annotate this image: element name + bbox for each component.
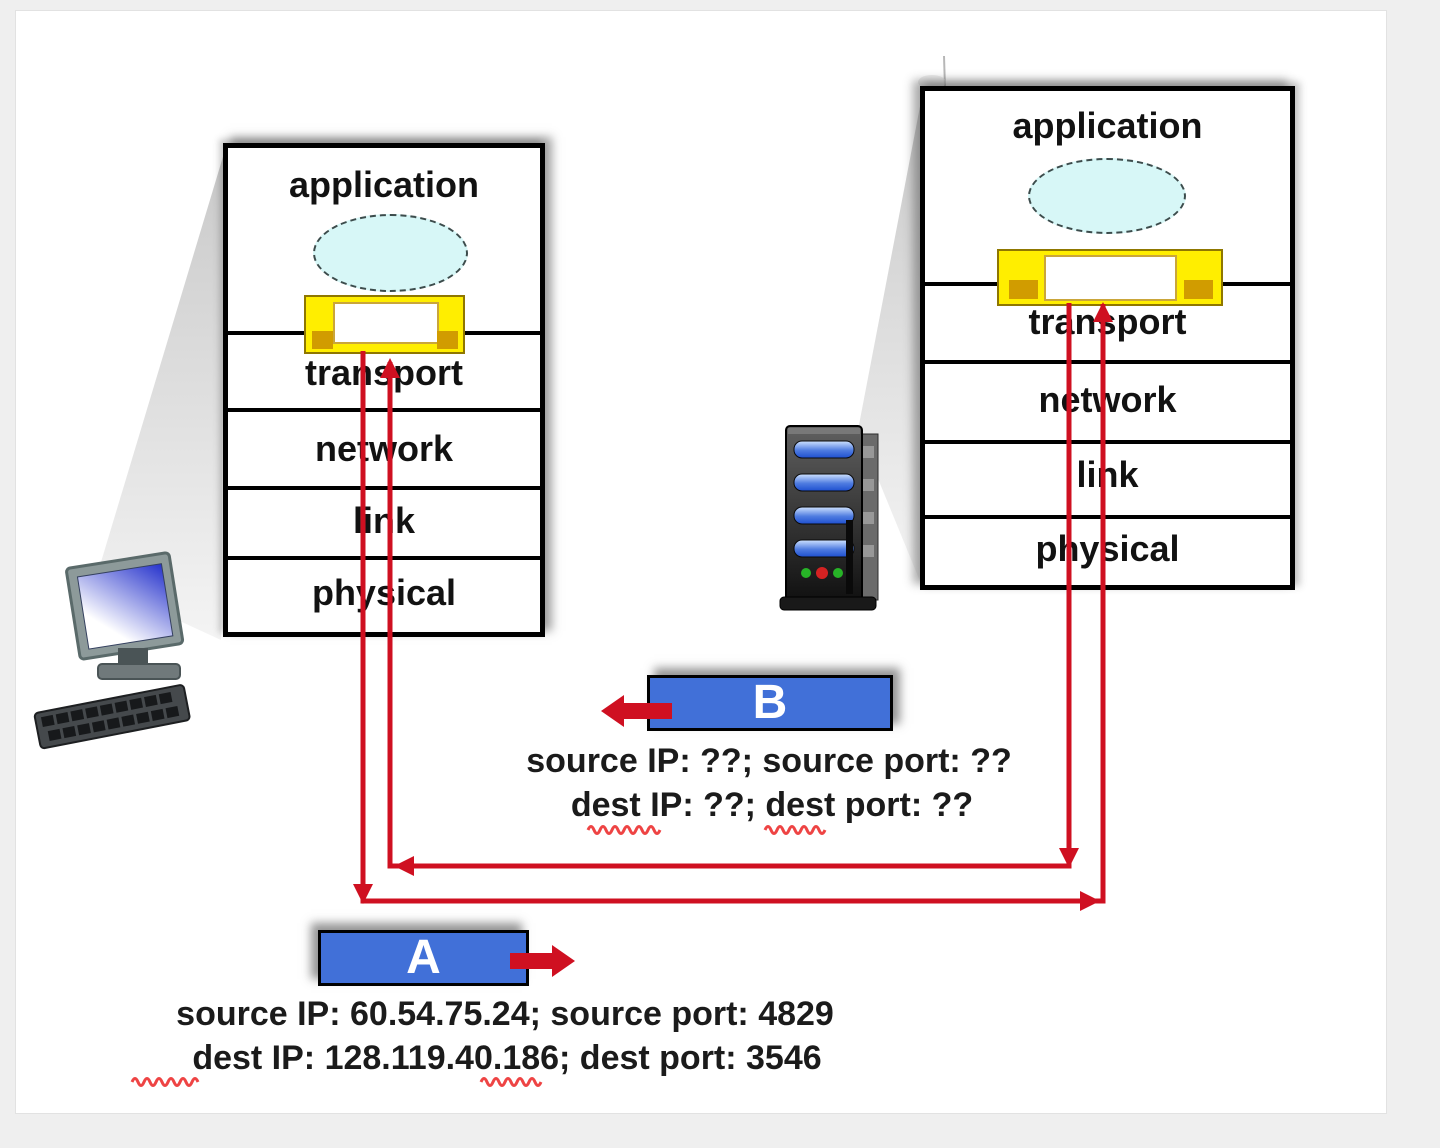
layer-link: link [1076,454,1139,495]
process-ellipse [1028,158,1186,234]
segment-b-source-text: source IP: ??; source port: ?? [526,742,1012,780]
segment-b-dest-text: dest IP: ??; dest port: ?? [570,786,974,824]
socket [304,295,465,354]
right-protocol-stack: application transport network link physi… [920,86,1295,590]
segment-a-source-text: source IP: 60.54.75.24; source port: 482… [176,995,834,1033]
divider-network-link [228,486,540,490]
layer-physical: physical [1035,528,1180,569]
segment-a-label: A [406,931,441,984]
divider-transport-network [228,408,540,412]
divider-link-physical [228,556,540,560]
segment-b-box: B [647,675,893,731]
layer-link: link [352,500,415,541]
socket-pin [1009,280,1038,299]
layer-application: application [288,164,480,205]
socket [997,249,1223,306]
segment-a-box: A [318,930,529,986]
socket-opening [333,302,439,344]
left-protocol-stack: application transport network link physi… [223,143,545,637]
layer-network: network [314,428,454,469]
layer-transport: transport [1028,301,1187,342]
process-ellipse [313,214,468,292]
divider-link-physical [925,515,1290,519]
layer-network: network [1038,379,1177,420]
divider-network-link [925,440,1290,444]
divider-transport-network [925,360,1290,364]
segment-b-label: B [752,676,788,729]
socket-pin [312,331,333,349]
socket-pin [437,331,458,349]
socket-pin [1184,280,1213,299]
layer-physical: physical [311,572,457,613]
layer-transport: transport [304,352,463,393]
layer-application: application [1012,105,1203,146]
segment-a-dest-text: dest IP: 128.119.40.186; dest port: 3546 [192,1039,822,1077]
socket-opening [1044,255,1177,301]
